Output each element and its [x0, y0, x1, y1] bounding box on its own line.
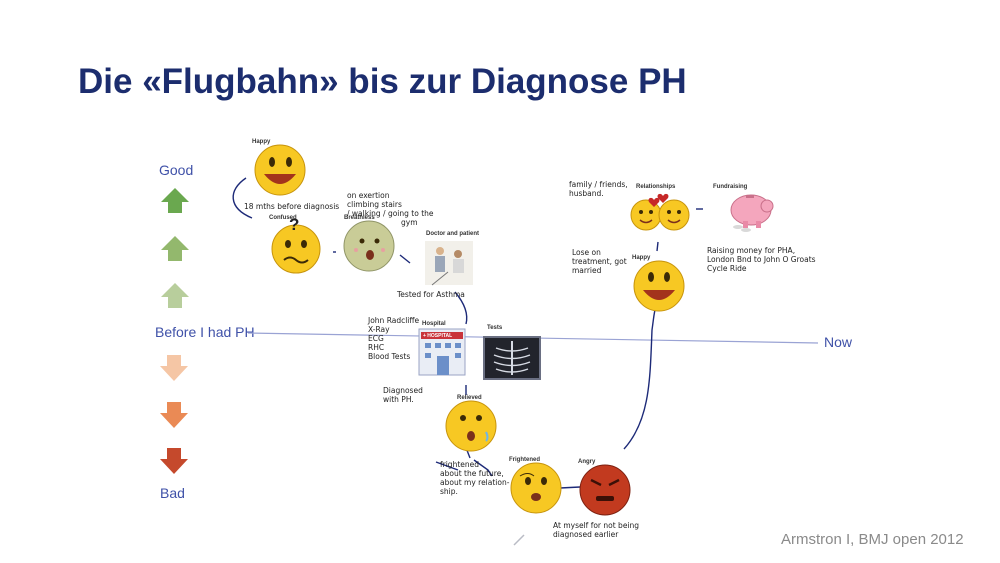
tag-doctor-patient: Doctor and patient [426, 231, 480, 237]
scale-arrow-down-1 [160, 355, 188, 381]
note-line: ECG [368, 334, 384, 343]
note-line: married [572, 266, 602, 275]
note-line: At myself for not being [553, 521, 640, 530]
scale-bad-label: Bad [160, 485, 185, 501]
xray-illustration [483, 336, 541, 380]
scale-arrow-up-2 [161, 236, 189, 261]
note-line: husband. [569, 189, 604, 198]
note-hospital-list: John Radcliffe X-Ray ECG RHC Blood Tests [368, 316, 419, 361]
note-line: ship. [440, 487, 458, 496]
tag-happy-2: Happy [632, 255, 651, 261]
tag-frightened: Frightened [509, 457, 540, 463]
tag-relieved: Relieved [457, 395, 482, 401]
note-line: about the future, [440, 469, 504, 478]
note-line: X-Ray [368, 325, 390, 334]
slide-title: Die «Flugbahn» bis zur Diagnose PH [78, 62, 687, 101]
note-line: RHC [368, 343, 385, 352]
scale-arrow-down-2 [160, 402, 188, 428]
frightened-face [510, 462, 562, 514]
angry-face [579, 464, 631, 516]
hospital-sign: + HOSPITAL [423, 333, 453, 339]
hospital-illustration [418, 328, 466, 376]
note-treatment: Lose on treatment, got married [572, 248, 627, 275]
note-line: Cycle Ride [707, 264, 747, 273]
breathless-face [343, 220, 395, 272]
note-asthma: Tested for Asthma [397, 290, 465, 299]
note-line: gym [401, 218, 418, 227]
tag-relationships: Relationships [636, 184, 676, 190]
note-line: diagnosed earlier [553, 530, 619, 539]
scale-arrow-up-1 [161, 188, 189, 213]
confused-face: ? [271, 215, 321, 274]
note-line: Blood Tests [368, 352, 411, 361]
tag-breathless: Breathless [344, 215, 375, 221]
tag-happy-1: Happy [252, 139, 271, 145]
note-line: London Bnd to John O Groats [707, 255, 816, 264]
tag-fundraising: Fundraising [713, 184, 748, 190]
note-line: with PH. [383, 395, 414, 404]
note-line: Raising money for PHA, [707, 246, 796, 255]
note-future: frightened about the future, about my re… [440, 460, 509, 496]
tag-tests: Tests [487, 325, 503, 331]
note-line: climbing stairs [347, 200, 402, 209]
relieved-face [445, 400, 497, 452]
tag-confused: Confused [269, 215, 297, 221]
svg-text:?: ? [289, 215, 299, 234]
small-pointer-icon [513, 534, 525, 546]
note-family: family / friends, husband. [569, 180, 628, 198]
doctor-patient-illustration [425, 241, 473, 286]
note-line: on exertion [347, 191, 390, 200]
note-line: / walking / going to the [347, 209, 434, 218]
happy-face-2 [633, 260, 685, 312]
note-line: frightened [440, 460, 480, 469]
source-credit: Armstron I, BMJ open 2012 [781, 531, 964, 548]
scale-arrow-up-3 [161, 283, 189, 308]
relationships-faces [630, 193, 690, 231]
scale-arrow-down-3 [160, 448, 188, 474]
now-label: Now [824, 334, 853, 350]
tag-hospital: Hospital [422, 321, 446, 327]
note-raising: Raising money for PHA, London Bnd to Joh… [707, 246, 816, 273]
note-line: John Radcliffe [368, 316, 420, 325]
note-months: 18 mths before diagnosis [244, 202, 340, 211]
note-diagnosed: Diagnosed with PH. [383, 386, 423, 404]
note-exertion: on exertion climbing stairs / walking / … [347, 191, 434, 227]
scale-before-label: Before I had PH [155, 324, 255, 340]
note-line: Diagnosed [383, 386, 423, 395]
happy-face-1 [254, 144, 306, 196]
note-myself: At myself for not being diagnosed earlie… [553, 521, 639, 539]
tag-angry: Angry [578, 459, 596, 465]
note-line: Lose on [572, 248, 601, 257]
note-line: about my relation- [440, 478, 510, 487]
scale-good-label: Good [159, 162, 194, 178]
piggy-bank-illustration [730, 194, 774, 232]
note-line: treatment, got [572, 257, 627, 266]
note-line: family / friends, [569, 180, 628, 189]
